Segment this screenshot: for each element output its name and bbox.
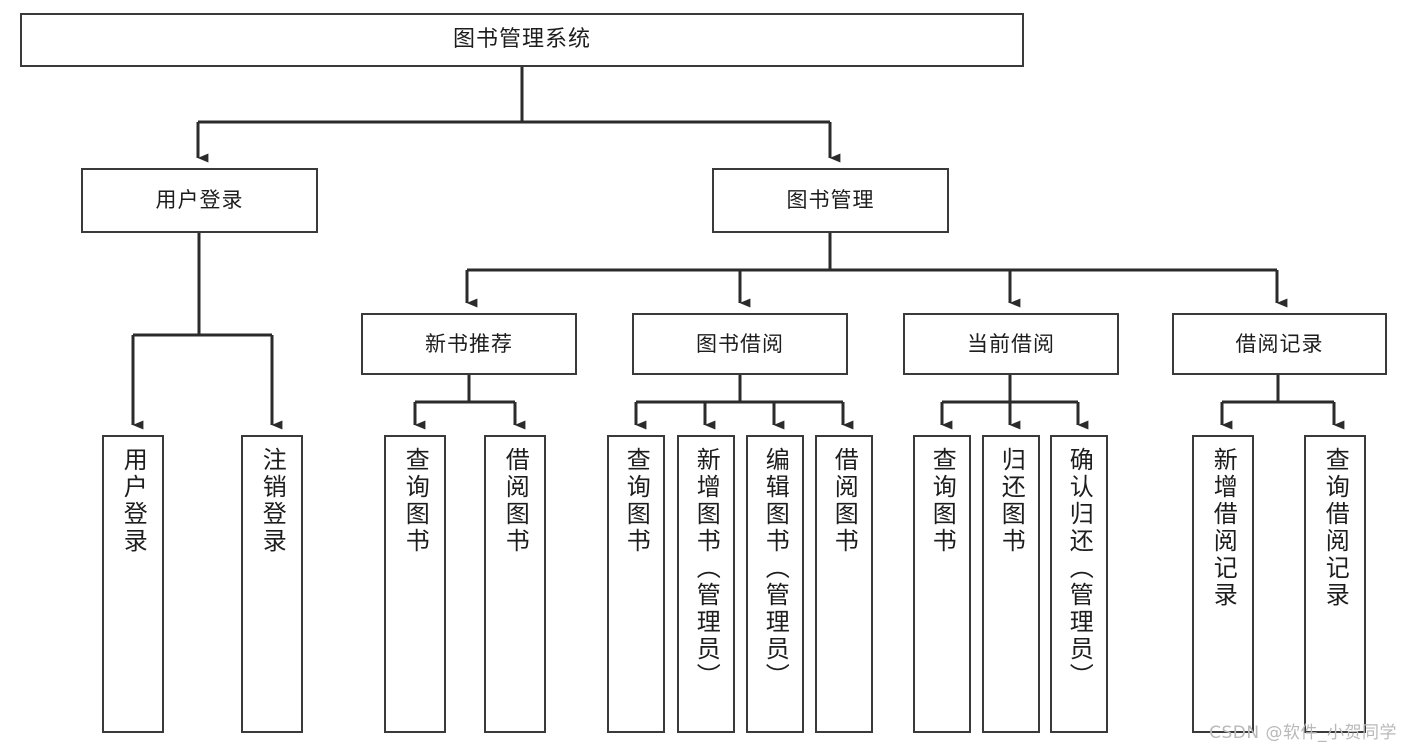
- leaf-current-confirm-return[interactable]: 确认归还（管理员）: [1050, 435, 1108, 733]
- node-current-borrow[interactable]: 当前借阅: [903, 313, 1119, 375]
- leaf-new-book-borrow[interactable]: 借阅图书: [484, 435, 546, 733]
- node-user-login-label: 用户登录: [155, 188, 244, 213]
- node-new-book-recommend-label: 新书推荐: [425, 331, 513, 356]
- leaf-borrow-edit-book[interactable]: 编辑图书（管理员）: [746, 435, 804, 733]
- node-new-book-recommend[interactable]: 新书推荐: [361, 313, 577, 375]
- leaf-record-query[interactable]: 查询借阅记录: [1304, 435, 1366, 733]
- leaf-borrow-edit-book-label: 编辑图书（管理员）: [761, 447, 790, 690]
- node-borrow-record-label: 借阅记录: [1235, 331, 1324, 356]
- leaf-current-query-book-label: 查询图书: [928, 447, 957, 555]
- node-book-borrow-label: 图书借阅: [696, 331, 784, 356]
- leaf-current-return-book-label: 归还图书: [997, 447, 1026, 555]
- node-book-manage[interactable]: 图书管理: [712, 168, 949, 233]
- leaf-current-query-book[interactable]: 查询图书: [913, 435, 971, 733]
- node-user-login[interactable]: 用户登录: [81, 168, 318, 233]
- leaf-record-add-label: 新增借阅记录: [1209, 447, 1238, 609]
- leaf-borrow-add-book[interactable]: 新增图书（管理员）: [677, 435, 735, 733]
- leaf-current-return-book[interactable]: 归还图书: [982, 435, 1040, 733]
- node-borrow-record[interactable]: 借阅记录: [1172, 313, 1387, 375]
- node-current-borrow-label: 当前借阅: [967, 331, 1055, 356]
- leaf-borrow-query-book[interactable]: 查询图书: [607, 435, 665, 733]
- leaf-record-query-label: 查询借阅记录: [1321, 447, 1350, 609]
- leaf-borrow-borrow-book-label: 借阅图书: [830, 447, 859, 555]
- leaf-current-confirm-return-label: 确认归还（管理员）: [1065, 447, 1094, 690]
- node-book-borrow[interactable]: 图书借阅: [632, 313, 848, 375]
- leaf-user-login[interactable]: 用户登录: [102, 435, 164, 733]
- leaf-logout[interactable]: 注销登录: [241, 435, 303, 733]
- leaf-new-book-borrow-label: 借阅图书: [501, 447, 530, 555]
- node-root[interactable]: 图书管理系统: [20, 13, 1024, 67]
- node-root-label: 图书管理系统: [452, 27, 591, 53]
- leaf-borrow-borrow-book[interactable]: 借阅图书: [815, 435, 873, 733]
- leaf-borrow-query-book-label: 查询图书: [622, 447, 651, 555]
- leaf-new-book-query-label: 查询图书: [401, 447, 430, 555]
- node-book-manage-label: 图书管理: [786, 188, 875, 213]
- leaf-borrow-add-book-label: 新增图书（管理员）: [692, 447, 721, 690]
- leaf-new-book-query[interactable]: 查询图书: [384, 435, 446, 733]
- leaf-record-add[interactable]: 新增借阅记录: [1192, 435, 1254, 733]
- csdn-watermark: CSDN @软件_小贺同学: [1209, 723, 1397, 743]
- leaf-logout-label: 注销登录: [258, 447, 287, 555]
- leaf-user-login-label: 用户登录: [119, 447, 148, 555]
